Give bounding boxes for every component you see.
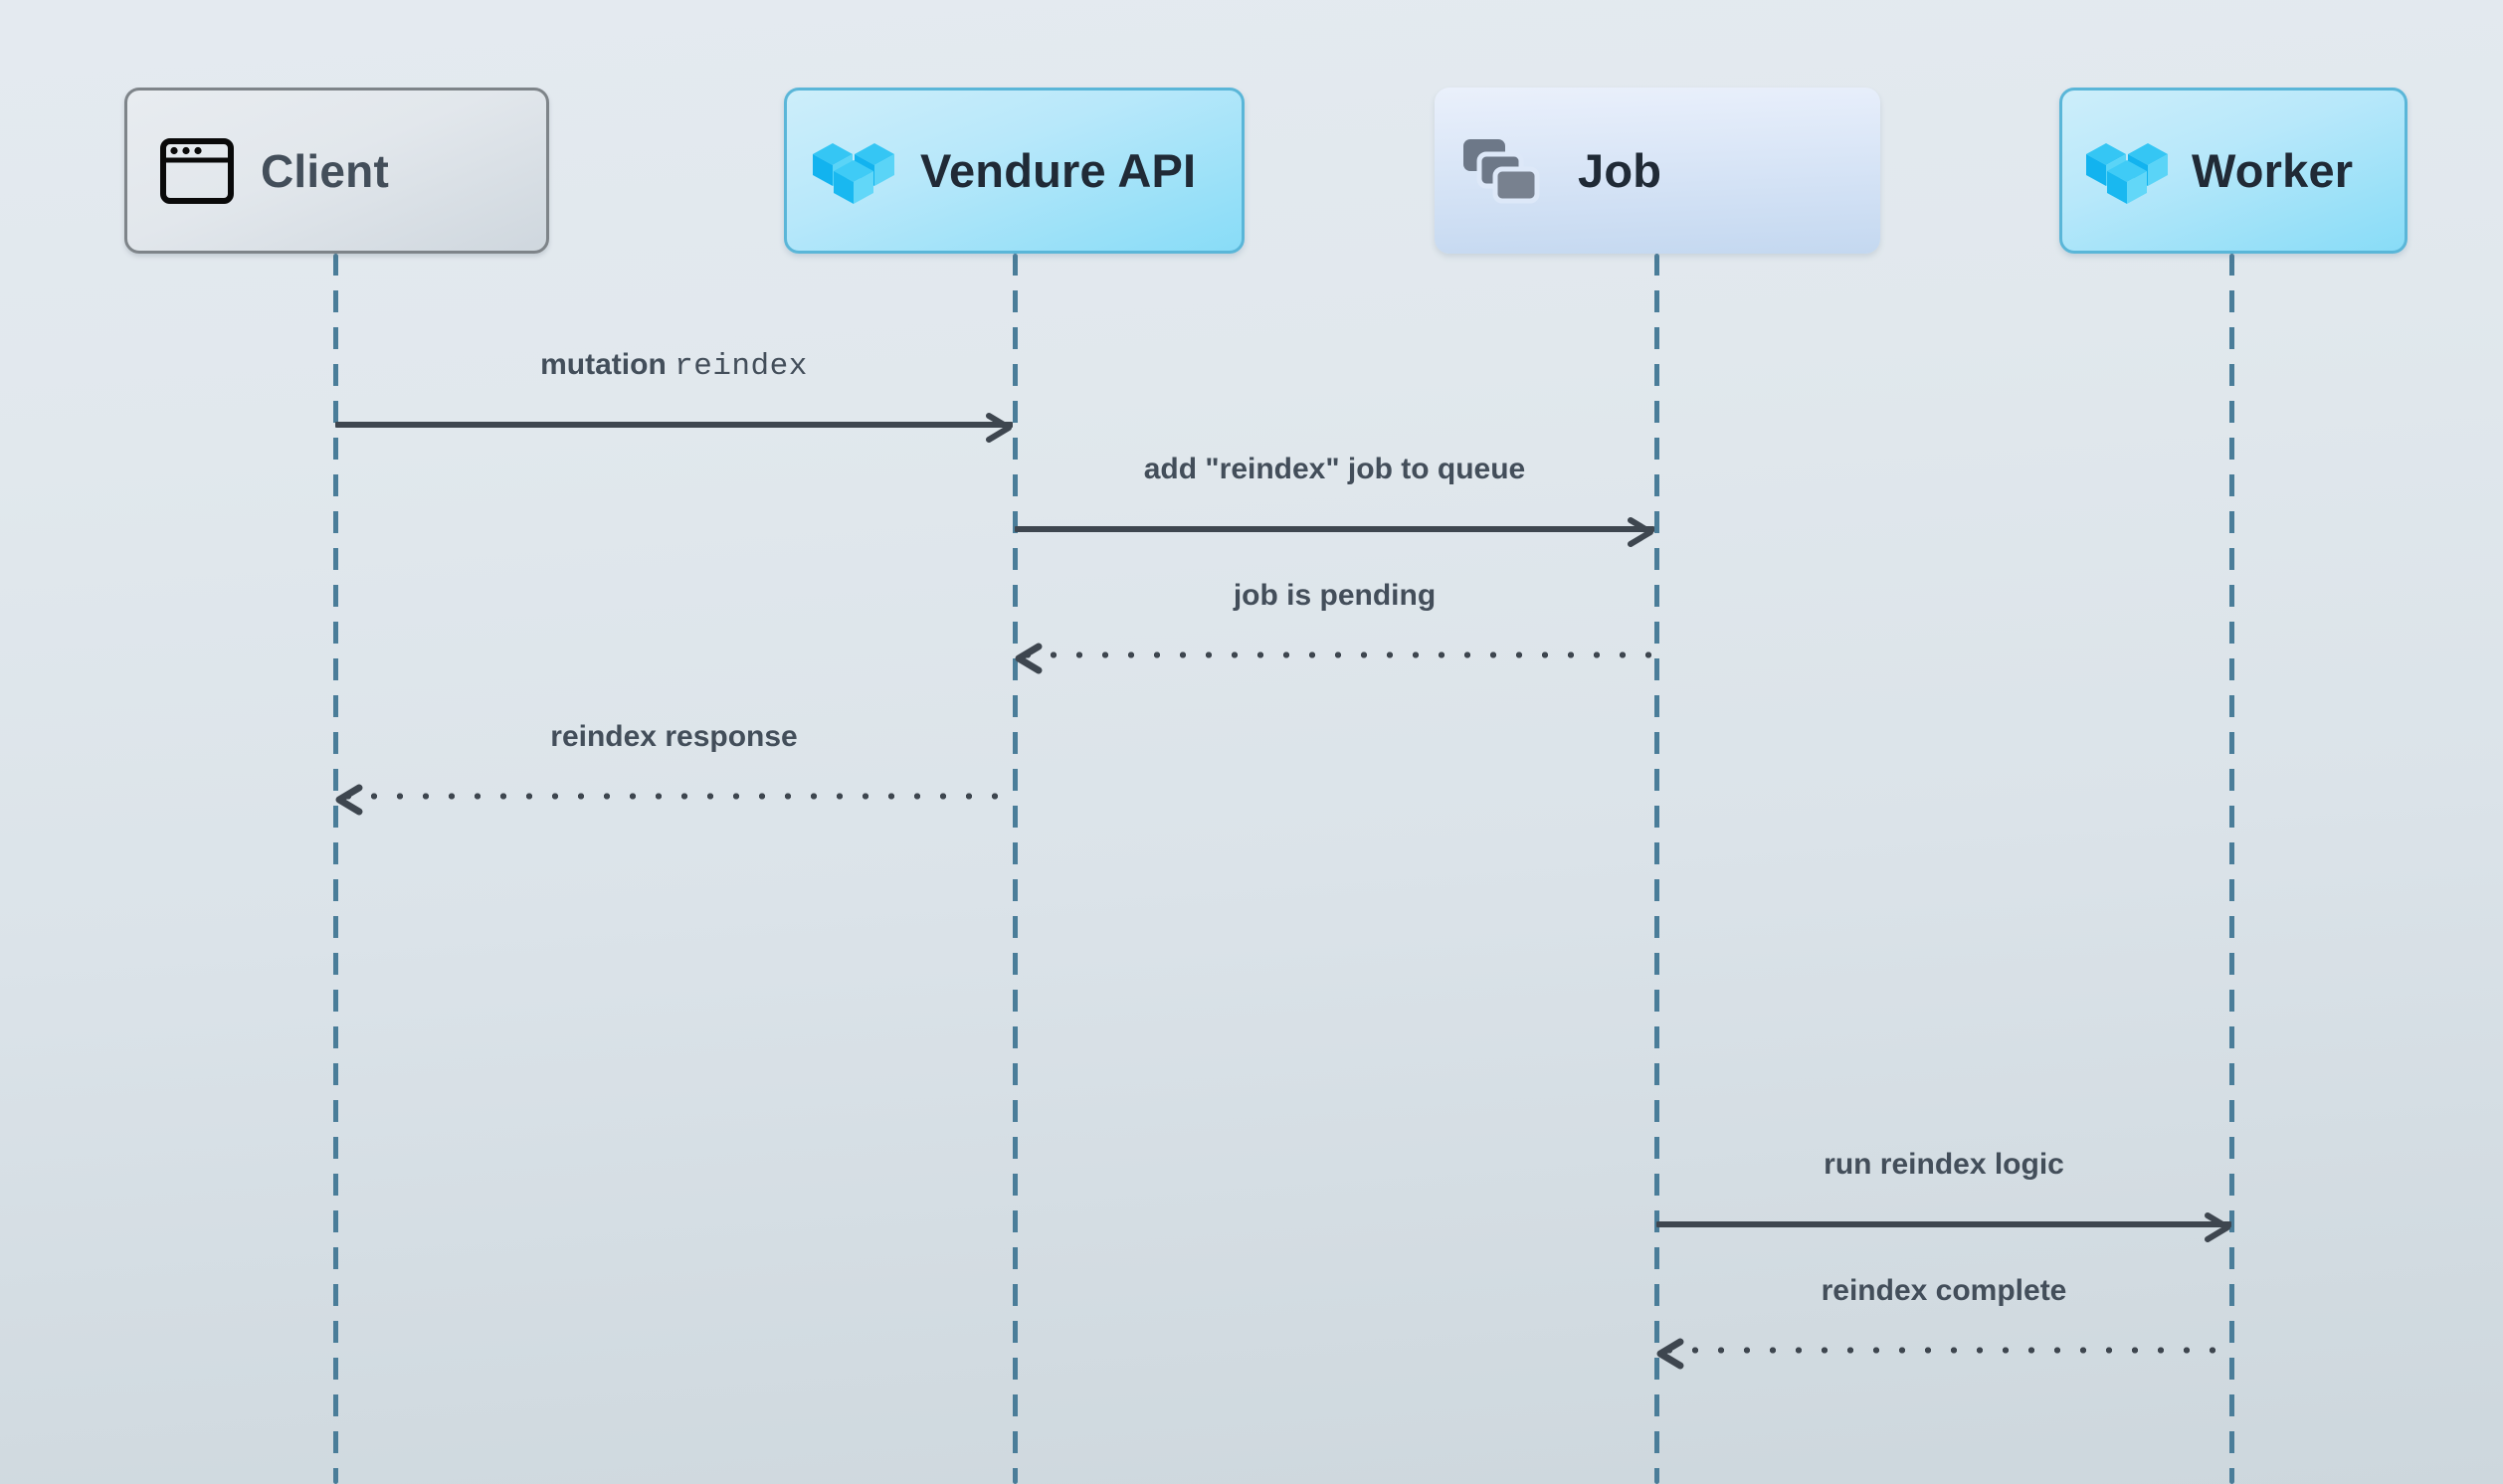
participant-label-vendure-api: Vendure API (920, 144, 1197, 197)
message-label: add "reindex" job to queue (1015, 455, 1654, 484)
participant-label-client: Client (261, 144, 389, 197)
browser-window-icon (159, 136, 235, 206)
arrow-line (1656, 1221, 2231, 1227)
message-mutation-reindex: mutation reindex (335, 348, 1013, 443)
vendure-cubes-logo (2082, 134, 2172, 208)
message-label-text: run reindex logic (1824, 1148, 2064, 1181)
participant-label-job: Job (1578, 144, 1662, 197)
arrow-head-right (979, 408, 1019, 448)
arrow-line (335, 793, 1013, 800)
arrow-line (1015, 526, 1654, 532)
message-label: job is pending (1015, 581, 1654, 611)
message-reindex-response: reindex response (335, 722, 1013, 816)
message-label-text: mutation (540, 348, 667, 381)
message-add-reindex-job-to-queue: add "reindex" job to queue (1015, 455, 1654, 547)
message-label-text: reindex complete (1821, 1274, 2067, 1307)
message-label-text: job is pending (1233, 579, 1437, 612)
participant-client[interactable]: Client (124, 88, 549, 254)
arrow-head-right (1621, 512, 1660, 552)
lifeline-worker (2229, 254, 2234, 1484)
lifeline-client (333, 254, 338, 1484)
message-label-text: reindex response (550, 720, 798, 753)
arrow-head-left (329, 780, 369, 820)
message-label: mutation reindex (335, 348, 1013, 384)
participant-label-worker: Worker (2192, 144, 2354, 197)
message-label: reindex complete (1656, 1276, 2231, 1306)
message-job-is-pending: job is pending (1015, 581, 1654, 674)
message-label-code: reindex (674, 349, 808, 384)
message-label: run reindex logic (1656, 1150, 2231, 1180)
arrow-head-left (1650, 1334, 1690, 1374)
message-run-reindex-logic: run reindex logic (1656, 1150, 2231, 1242)
arrow-head-left (1009, 639, 1049, 678)
arrow-line (1015, 651, 1654, 658)
message-label: reindex response (335, 722, 1013, 752)
arrow-line (1656, 1347, 2231, 1354)
message-label-text: add "reindex" job to queue (1143, 453, 1526, 485)
participant-vendure-api[interactable]: Vendure API (784, 88, 1245, 254)
arrow-head-right (2198, 1207, 2237, 1247)
participant-worker[interactable]: Worker (2059, 88, 2407, 254)
lifeline-vendure-api (1013, 254, 1018, 1484)
vendure-cubes-logo (809, 134, 898, 208)
arrow-line (335, 422, 1013, 428)
message-reindex-complete: reindex complete (1656, 1276, 2231, 1370)
stacked-layers-icon (1460, 135, 1550, 207)
participant-job[interactable]: Job (1435, 88, 1880, 254)
lifeline-job (1654, 254, 1659, 1484)
